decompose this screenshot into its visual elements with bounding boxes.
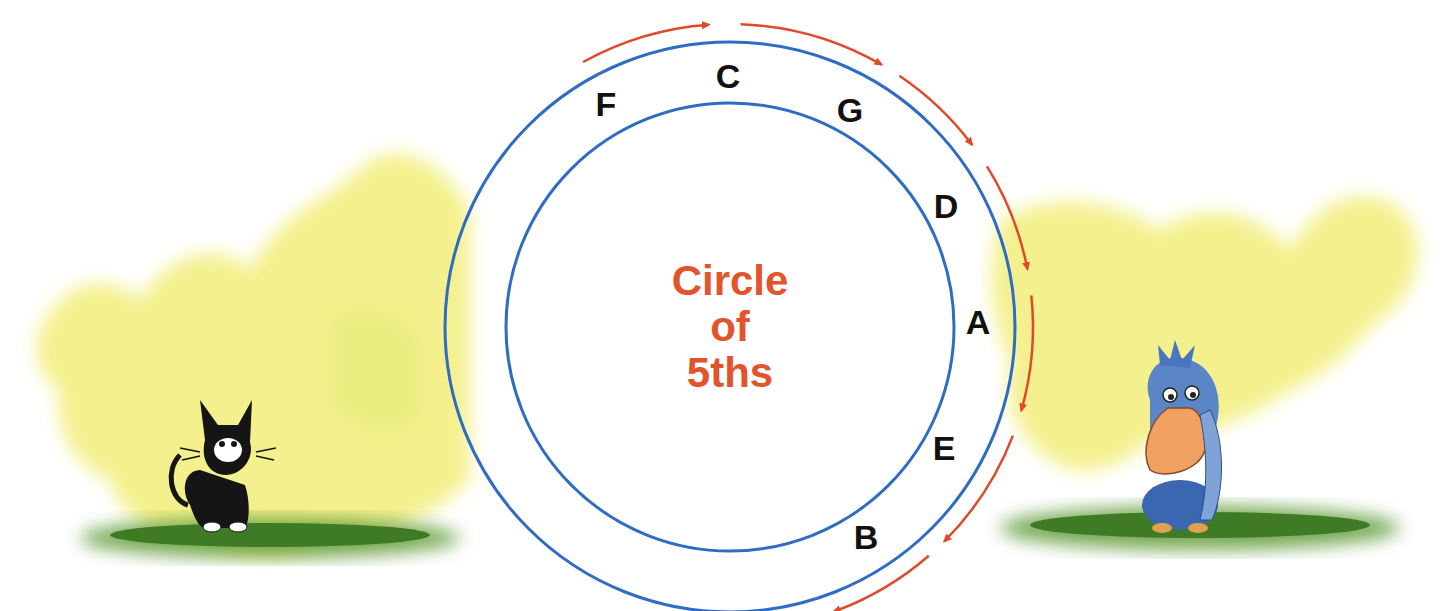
- note-letter: B: [854, 520, 879, 554]
- direction-arrow: [1021, 295, 1033, 410]
- bird-figure: [1142, 340, 1222, 533]
- note-letter: A: [966, 305, 991, 339]
- circle-title: Circle of 5ths: [672, 258, 789, 396]
- note-letter: F: [596, 87, 617, 121]
- watercolor-cloud: [36, 154, 1418, 555]
- grass: [80, 518, 460, 558]
- direction-arrow: [834, 556, 929, 611]
- note-letter: D: [934, 189, 959, 223]
- direction-arrows: [583, 24, 1033, 611]
- note-letter: G: [837, 93, 863, 127]
- circle-node: Circle of 5ths: [443, 40, 1017, 611]
- note-letter: E: [933, 431, 956, 465]
- note-letter: C: [716, 59, 741, 93]
- direction-arrow: [899, 76, 972, 145]
- cat-figure: [171, 400, 276, 532]
- grass: [110, 523, 430, 547]
